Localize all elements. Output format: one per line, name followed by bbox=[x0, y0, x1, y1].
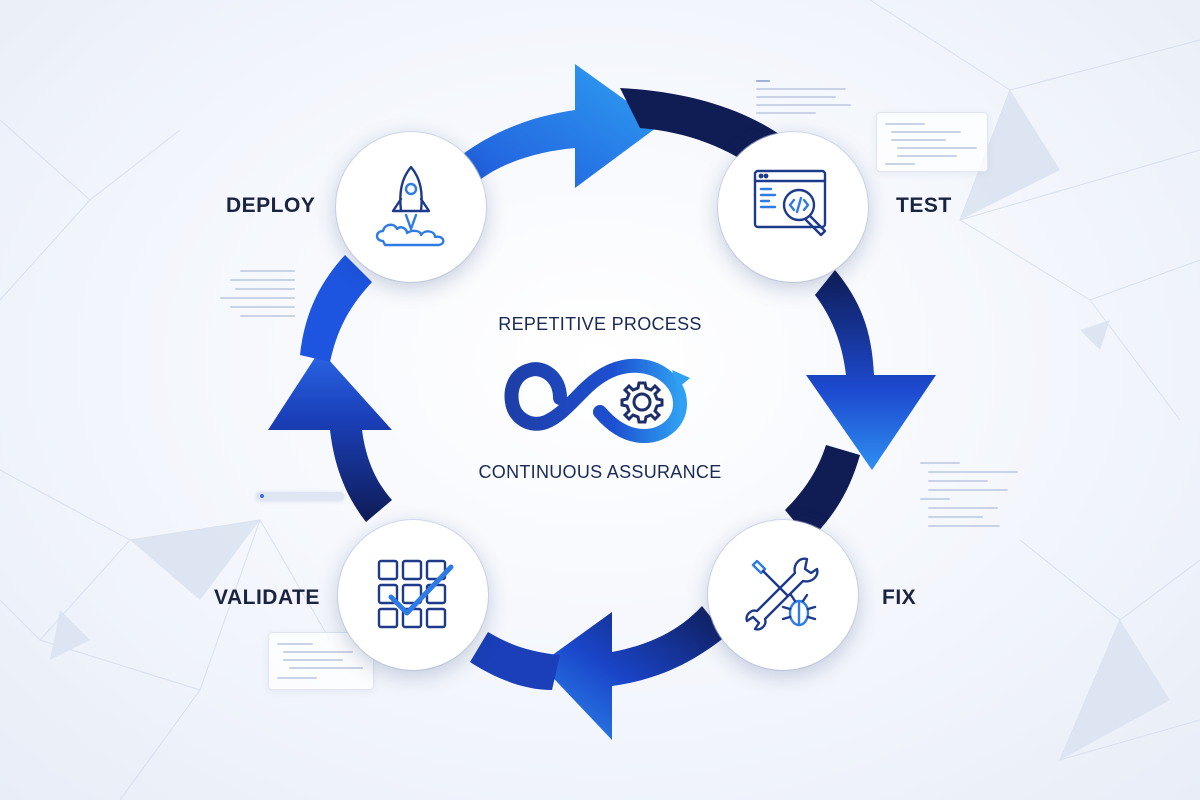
arrow-fix-to-validate bbox=[540, 606, 726, 740]
arrow-band-right-lower bbox=[785, 445, 860, 540]
code-snippet-right bbox=[920, 462, 1030, 542]
code-snippet-top-center bbox=[756, 80, 856, 120]
arrow-deploy-to-test bbox=[428, 64, 660, 205]
stage-node-deploy[interactable] bbox=[336, 132, 486, 282]
arrow-band-bottom-left bbox=[470, 632, 560, 690]
code-snippet-card-top-right bbox=[876, 112, 988, 172]
arrow-band-left-upper bbox=[300, 255, 372, 362]
center-bottom-text: CONTINUOUS ASSURANCE bbox=[478, 462, 722, 482]
code-magnifier-icon bbox=[753, 169, 827, 237]
arrow-validate-to-deploy bbox=[268, 350, 392, 522]
center-top-text: REPETITIVE PROCESS bbox=[498, 314, 702, 334]
stage-node-validate[interactable] bbox=[338, 520, 488, 670]
stage-label-fix: FIX bbox=[882, 586, 917, 609]
progress-pill bbox=[256, 492, 344, 500]
rocket-icon bbox=[375, 165, 445, 247]
wrench-screwdriver-bug-icon bbox=[745, 557, 819, 631]
grid-checkmark-icon bbox=[377, 559, 454, 629]
arrow-test-to-fix bbox=[806, 270, 936, 470]
infinity-gear-icon bbox=[504, 358, 690, 444]
stage-node-test[interactable] bbox=[718, 132, 868, 282]
stage-node-fix[interactable] bbox=[708, 520, 858, 670]
stage-label-test: TEST bbox=[896, 194, 952, 217]
code-snippet-left bbox=[220, 270, 300, 330]
stage-label-validate: VALIDATE bbox=[214, 586, 320, 609]
stage-label-deploy: DEPLOY bbox=[226, 194, 316, 217]
